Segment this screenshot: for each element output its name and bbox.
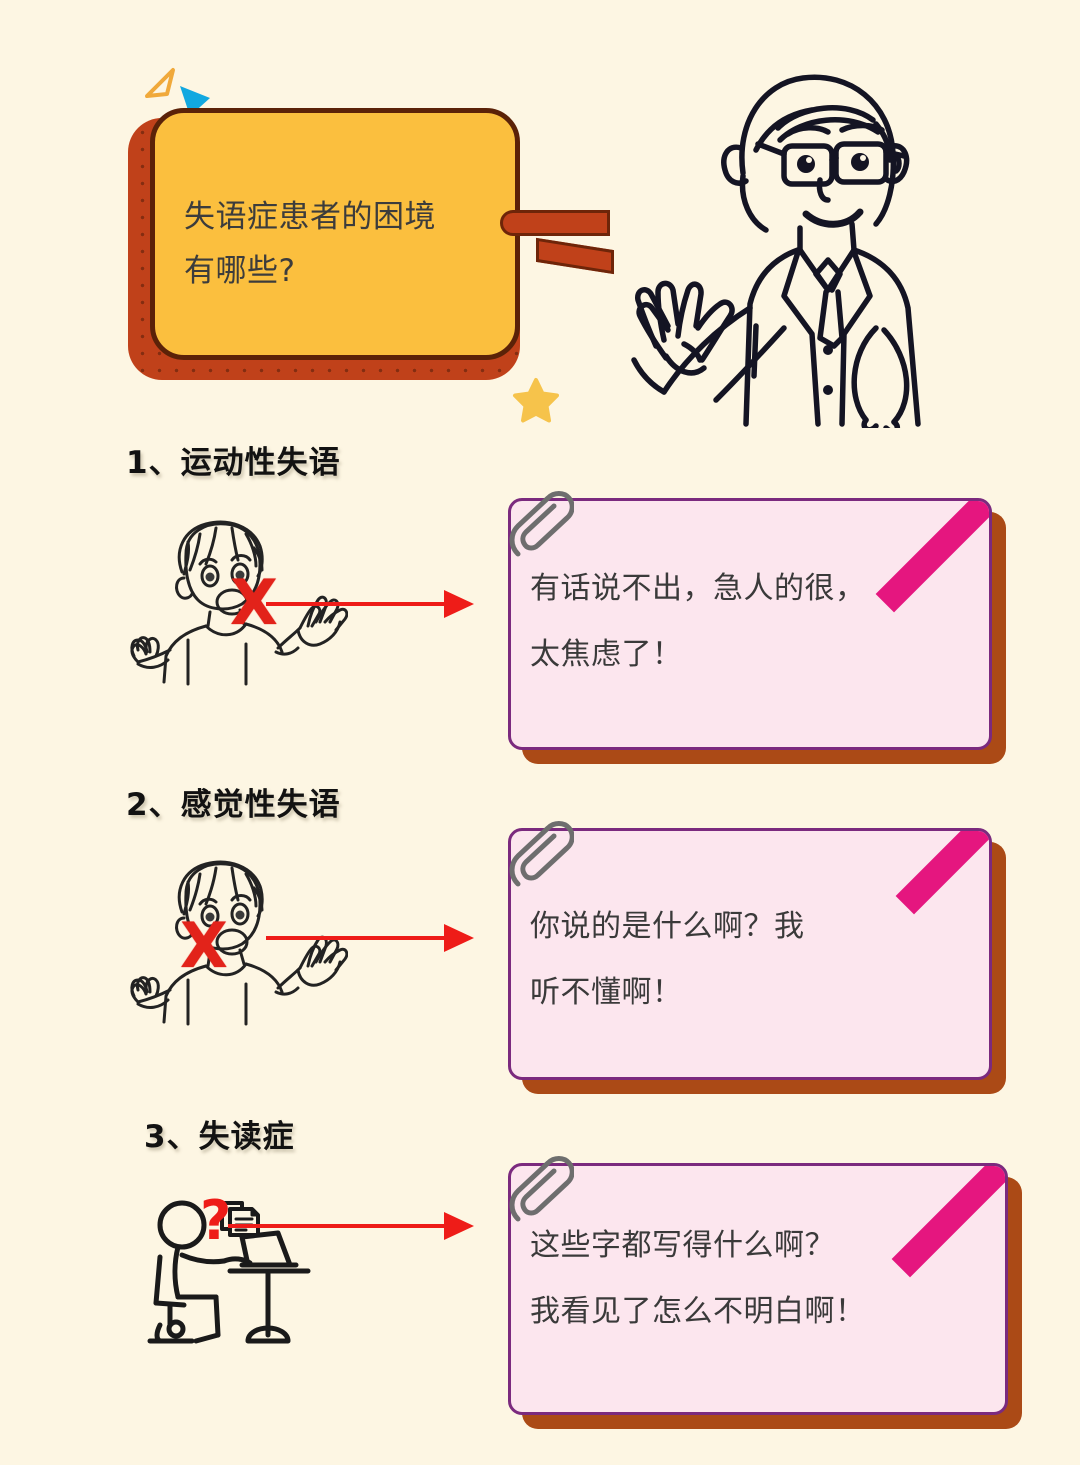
note-card-2: 你说的是什么啊？我 听不懂啊！ [508, 821, 1006, 1094]
patient-figure-1 [128, 516, 349, 686]
title-tag-face [150, 108, 520, 360]
note-text-1: 有话说不出，急人的很， 太焦虑了！ [530, 571, 866, 672]
page-title: 失语症患者的困境 有哪些? [184, 199, 436, 289]
section-heading-1: 1、运动性失语 [126, 445, 341, 481]
star-icon [512, 377, 560, 428]
paperclip-icon-3 [504, 1155, 575, 1233]
arrow-icon-2 [266, 922, 476, 954]
note-card-1: 有话说不出，急人的很， 太焦虑了！ [508, 491, 1006, 764]
note-card-3: 这些字都写得什么啊？ 我看见了怎么不明白啊！ [508, 1156, 1022, 1429]
arrow-icon-1 [266, 588, 476, 620]
patient-figure-3 [130, 1185, 460, 1360]
section-heading-2: 2、感觉性失语 [126, 787, 341, 823]
question-mark-icon-3: ? [200, 1189, 232, 1252]
note-card-face [508, 1163, 1008, 1415]
arrow-icon-3 [228, 1210, 476, 1242]
section-heading-3: 3、失读症 [144, 1119, 295, 1155]
doctor-illustration [588, 28, 988, 435]
note-card-face [508, 498, 992, 750]
title-tag: 失语症患者的困境 有哪些? [128, 108, 528, 380]
triangle-outline-icon [144, 68, 175, 98]
x-mark-icon-2: X [180, 909, 228, 982]
paperclip-icon-2 [504, 820, 575, 898]
paperclip-icon-1 [504, 490, 575, 568]
note-text-2: 你说的是什么啊？我 听不懂啊！ [530, 909, 805, 1010]
speech-tube-upper [500, 210, 610, 236]
note-card-face [508, 828, 992, 1080]
patient-figure-2 [128, 856, 349, 1026]
note-text-3: 这些字都写得什么啊？ 我看见了怎么不明白啊！ [530, 1228, 866, 1329]
